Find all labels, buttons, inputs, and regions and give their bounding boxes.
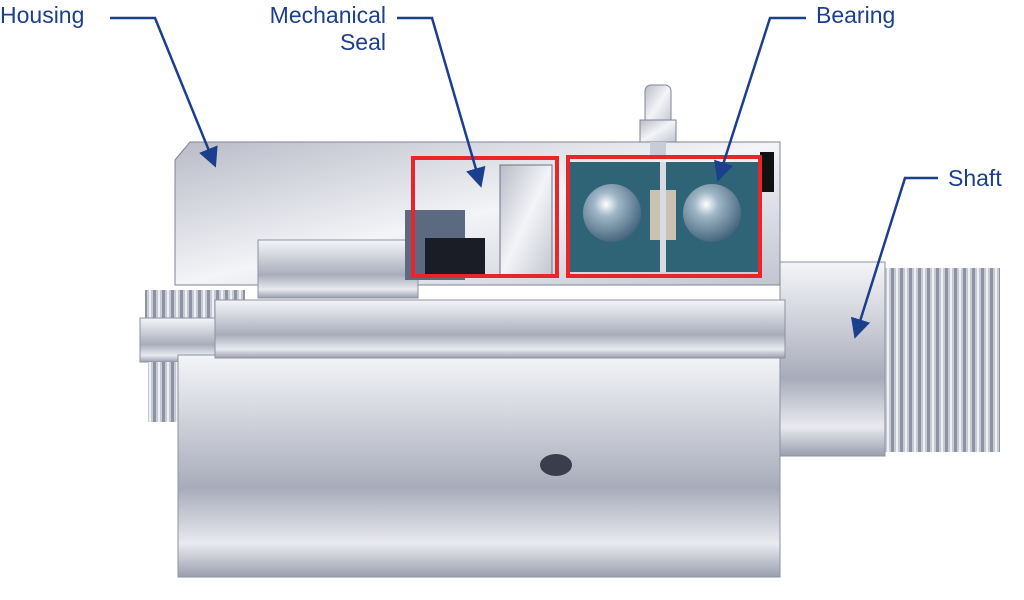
inner-shaft bbox=[214, 299, 786, 359]
grease-fitting bbox=[639, 84, 677, 156]
shaft-thread bbox=[779, 261, 1000, 457]
mechanical-seal-label-line2: Seal bbox=[339, 29, 386, 55]
shaft-body bbox=[177, 354, 781, 578]
mechanical-seal-highlight-box bbox=[411, 156, 559, 278]
bearing-highlight-box bbox=[566, 155, 762, 278]
shaft-label: Shaft bbox=[948, 165, 1002, 191]
shaft-leader-arrow bbox=[850, 176, 938, 339]
mechanical-seal-leader-arrow bbox=[397, 16, 486, 188]
shaft-hole bbox=[540, 454, 572, 476]
bearing bbox=[570, 162, 760, 272]
mechanical-seal-label-line1: Mechanical bbox=[269, 2, 386, 28]
housing-leader-arrow bbox=[110, 16, 218, 168]
housing-label: Housing bbox=[0, 2, 85, 28]
bearing-leader-arrow bbox=[714, 16, 806, 182]
mechanical-seal-label: Mechanical Seal bbox=[250, 2, 386, 56]
bearing-label: Bearing bbox=[816, 2, 896, 28]
